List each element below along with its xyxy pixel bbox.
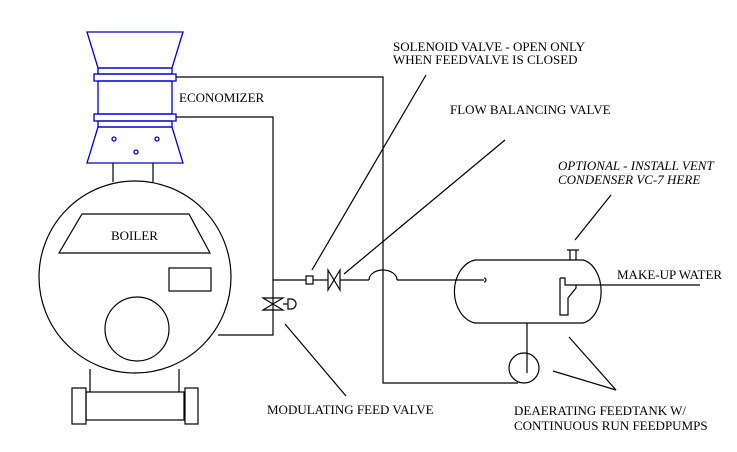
solenoid-label-line2: WHEN FEEDVALVE IS CLOSED (393, 52, 578, 67)
makeup-spray-nozzle (559, 277, 577, 316)
economizer-outlet-pipe (176, 76, 518, 384)
actuator-icon (287, 298, 297, 310)
economizer-port (111, 136, 117, 142)
economizer-label: ECONOMIZER (179, 90, 265, 105)
leader-solenoid (311, 74, 427, 271)
economizer-bottom-hood (86, 126, 184, 164)
feedpump (508, 352, 540, 384)
economizer-top-collar (97, 67, 173, 75)
boiler-base (85, 391, 185, 421)
leader-balancing (343, 139, 506, 275)
deaerating-label-line1: DEAERATING FEEDTANK W/ (514, 403, 686, 418)
leader-deaerator (568, 336, 617, 391)
economizer-body (97, 80, 173, 115)
boiler-shell (38, 180, 232, 374)
modulating-label: MODULATING FEED VALVE (267, 402, 434, 417)
boiler-burner-door (104, 296, 170, 362)
economizer-port (133, 149, 139, 155)
feed-line-to-economizer (176, 116, 274, 336)
optional-label-line2: CONDENSER VC-7 HERE (558, 172, 700, 187)
economizer-top-hood (86, 31, 184, 69)
leader-modulating (284, 323, 347, 397)
optional-label-line1: OPTIONAL - INSTALL VENT (558, 158, 714, 173)
boiler-nameplate (57, 213, 212, 254)
boiler-label: BOILER (111, 228, 158, 243)
boiler (38, 180, 232, 425)
solenoid-valve[interactable] (305, 275, 314, 285)
flow-balancing-label: FLOW BALANCING VALVE (450, 102, 611, 117)
feedtank-shell (453, 259, 602, 324)
economizer-port (154, 136, 160, 142)
flow-balancing-valve[interactable] (327, 267, 341, 293)
pipe-crossover (368, 269, 398, 281)
deaerating-feedtank (453, 249, 700, 384)
economizer (86, 31, 184, 164)
leader-pump (552, 370, 617, 391)
pipe-end (483, 277, 487, 283)
leader-vent (574, 194, 612, 241)
boiler-base-flange (184, 387, 199, 425)
economizer-bottom-collar (97, 120, 173, 128)
boiler-base-flange (71, 387, 87, 425)
makeup-water-label: MAKE-UP WATER (617, 267, 722, 282)
modulating-feed-valve[interactable] (260, 297, 297, 311)
modulating-valve-body (260, 297, 286, 311)
economizer-lower-flange (93, 113, 177, 122)
boiler-control-panel (168, 267, 212, 292)
solenoid-label-line1: SOLENOID VALVE - OPEN ONLY (393, 39, 586, 54)
economizer-upper-flange (93, 73, 177, 82)
deaerating-label-line2: CONTINUOUS RUN FEEDPUMPS (514, 418, 708, 433)
